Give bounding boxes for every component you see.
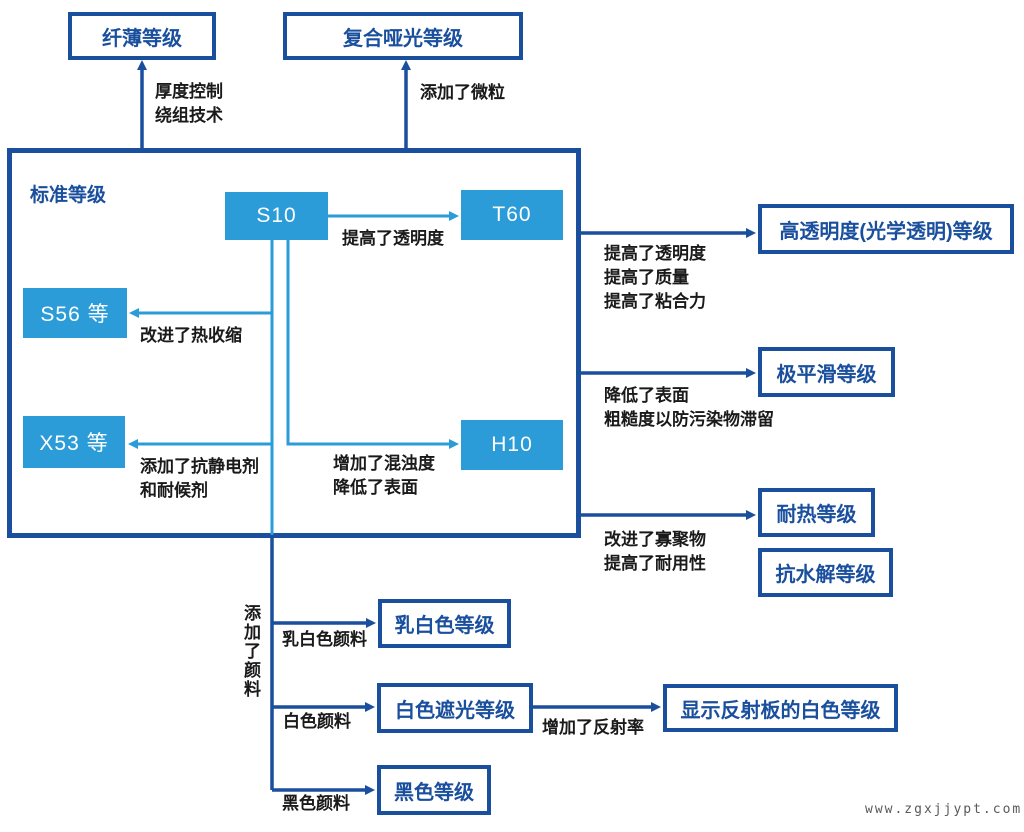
- edge-label-antistatic-line2: 和耐候剂: [140, 481, 208, 500]
- edge-label-right1: 提高了透明度 提高了质量 提高了粘合力: [604, 242, 706, 314]
- edge-label-right3-line2: 提高了耐用性: [604, 554, 706, 573]
- edge-label-right1-line3: 提高了粘合力: [604, 292, 706, 311]
- node-hydrolysis-resistant-grade: 抗水解等级: [758, 548, 893, 597]
- edge-label-haze-line2: 降低了表面: [333, 478, 418, 497]
- edge-label-reflectance: 增加了反射率: [542, 718, 644, 737]
- node-milky-white-grade: 乳白色等级: [378, 599, 511, 648]
- node-heat-resistant-grade: 耐热等级: [758, 488, 875, 537]
- edge-label-right3: 改进了寡聚物 提高了耐用性: [604, 528, 706, 576]
- edge-label-right1-line1: 提高了透明度: [604, 244, 706, 263]
- watermark-text: www.zgxjjypt.com: [865, 802, 1023, 817]
- edge-label-haze-line1: 增加了混浊度: [333, 454, 435, 473]
- edge-label-pigment-vertical: 添加了颜料: [244, 604, 261, 699]
- node-composite-matte-grade: 复合哑光等级: [283, 12, 523, 60]
- node-x53: X53 等: [23, 416, 125, 468]
- edge-label-transparency: 提高了透明度: [342, 229, 444, 248]
- node-t60: T60: [461, 190, 563, 240]
- node-thin-grade: 纤薄等级: [68, 12, 216, 60]
- edge-label-white-pigment: 白色颜料: [283, 712, 351, 731]
- node-white-opaque-grade: 白色遮光等级: [377, 683, 533, 733]
- edge-label-thickness: 厚度控制 绕组技术: [155, 80, 223, 128]
- edge-label-thickness-line2: 绕组技术: [155, 106, 223, 125]
- edge-label-particles: 添加了微粒: [420, 83, 505, 102]
- edge-label-right3-line1: 改进了寡聚物: [604, 530, 706, 549]
- node-high-transparency-grade: 高透明度(光学透明)等级: [758, 204, 1014, 254]
- edge-label-black-pigment: 黑色颜料: [282, 794, 350, 813]
- edge-label-heat-shrink: 改进了热收缩: [140, 326, 242, 345]
- node-display-reflector-white-grade: 显示反射板的白色等级: [663, 684, 898, 732]
- edge-label-right2-line1: 降低了表面: [604, 386, 689, 405]
- node-s56: S56 等: [23, 288, 127, 338]
- node-h10: H10: [461, 420, 563, 470]
- edge-label-milky-pigment: 乳白色颜料: [282, 630, 367, 649]
- edge-label-haze: 增加了混浊度 降低了表面: [333, 452, 435, 500]
- edge-label-right1-line2: 提高了质量: [604, 268, 689, 287]
- edge-label-right2: 降低了表面 粗糙度以防污染物滞留: [604, 384, 774, 432]
- node-ultra-smooth-grade: 极平滑等级: [758, 347, 895, 397]
- edge-label-antistatic-line1: 添加了抗静电剂: [140, 457, 259, 476]
- node-black-grade: 黑色等级: [377, 765, 491, 815]
- edge-label-antistatic: 添加了抗静电剂 和耐候剂: [140, 455, 259, 503]
- standard-grade-title: 标准等级: [30, 185, 107, 206]
- edge-label-right2-line2: 粗糙度以防污染物滞留: [604, 410, 774, 429]
- edge-label-thickness-line1: 厚度控制: [155, 82, 223, 101]
- node-s10: S10: [225, 192, 328, 240]
